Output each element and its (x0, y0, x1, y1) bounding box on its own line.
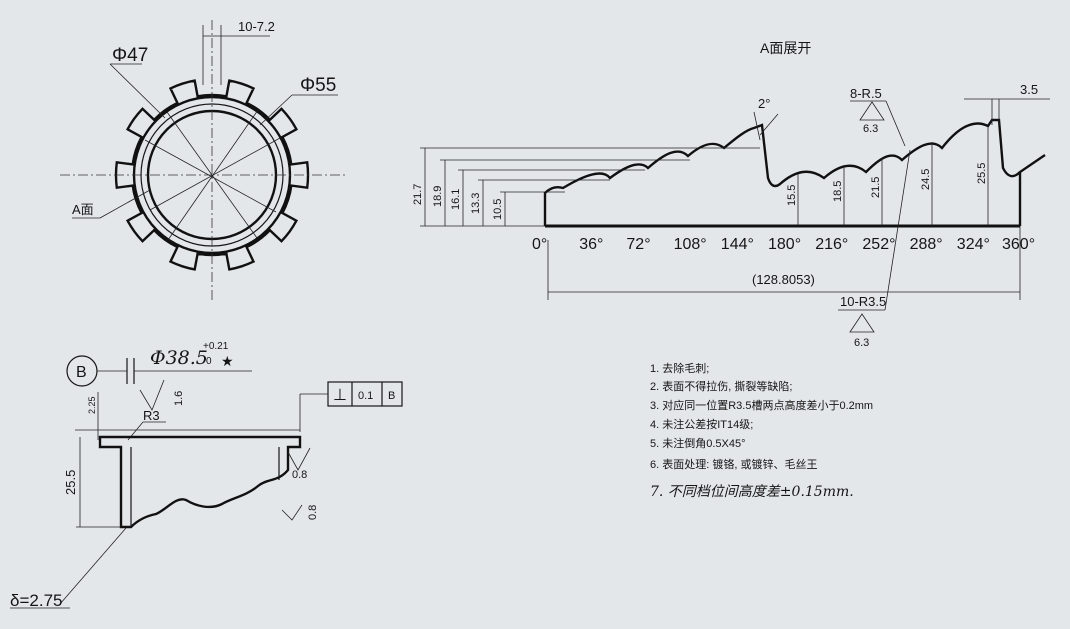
angle-label: 180° (768, 236, 801, 253)
radius-top-leader (885, 100, 906, 147)
thickness-leader (59, 527, 127, 605)
height-189: 18.9 (432, 186, 444, 207)
section-outline (98, 435, 302, 529)
face-a-leader (99, 189, 151, 219)
diameter-line-4 (167, 109, 259, 241)
height-25-5-label: 25.5 (63, 470, 78, 495)
development-title: A面展开 (760, 40, 811, 56)
note-7: 7. 不同档位间高度差±0.15mm. (650, 484, 854, 500)
datum-b-label: B (76, 364, 87, 381)
dia-outer-label: Φ55 (300, 75, 336, 96)
dim-2-25-label: 2.25 (87, 396, 97, 414)
height-217: 21.7 (412, 184, 424, 205)
radius-bottom-leader (884, 149, 911, 311)
angle-label: 252° (862, 236, 895, 253)
height-105: 10.5 (492, 199, 504, 220)
note-6: 6. 表面处理: 镀铬, 或镀锌、毛丝王 (650, 457, 817, 471)
angle-label: 324° (957, 236, 990, 253)
gdt-datum-ref: B (388, 390, 395, 402)
roughness-0-8-b-label: 0.8 (307, 505, 319, 520)
dia-38-5-label: Φ38.5 (150, 347, 208, 369)
dia-inner-label: Φ47 (112, 45, 148, 66)
development-view: A面展开 21.7 18.9 16.1 13.3 10.5 15.5 18.5 … (412, 40, 1050, 349)
height-185: 18.5 (832, 181, 844, 202)
roughness-bottom-label: 6.3 (854, 337, 869, 349)
star-mark: ★ (221, 353, 234, 369)
angle-label: 360° (1002, 236, 1035, 253)
top-view: 10-7.2 Φ47 Φ55 A面 (60, 19, 345, 300)
dia-inner-leader (109, 63, 166, 119)
roughness-bottom-symbol (849, 313, 875, 333)
roughness-0-8-b-symbol (281, 504, 303, 521)
dia-outer-leader (259, 94, 293, 126)
dia-tol-upper: +0.21 (203, 341, 229, 352)
diameter-line-1 (166, 111, 258, 239)
total-length-label: (128.8053) (752, 272, 815, 287)
radius-bottom-label: 10-R3.5 (840, 294, 886, 309)
thickness-label: δ=2.75 (10, 591, 62, 610)
technical-notes: 1. 去除毛刺; 2. 表面不得拉伤, 撕裂等缺陷; 3. 对应同一位置R3.5… (650, 361, 873, 500)
roughness-top-label: 6.3 (863, 123, 878, 135)
slot-width-label: 10-7.2 (238, 19, 275, 34)
note-4: 4. 未注公差按IT14级; (650, 417, 753, 431)
height-255: 25.5 (976, 163, 988, 184)
note-2: 2. 表面不得拉伤, 撕裂等缺陷; (650, 379, 792, 393)
radius-r3-label: R3 (143, 408, 160, 423)
height-133: 13.3 (470, 193, 482, 214)
roughness-top-symbol (859, 101, 885, 121)
roughness-0-8-a-symbol (287, 447, 311, 471)
cam-profile (543, 118, 1046, 226)
height-155: 15.5 (786, 185, 798, 206)
draft-angle-label: 2° (758, 96, 770, 111)
radius-top-label: 8-R.5 (850, 86, 882, 101)
note-5: 5. 未注倒角0.5X45° (650, 436, 746, 450)
gdt-perpendicularity-symbol: ⊥ (333, 387, 347, 404)
diameter-line-2 (149, 137, 281, 211)
height-245: 24.5 (920, 169, 932, 190)
angle-labels: 0° 36° 72° 108° 144° 180° 216° 252° 288° 324° 360° (532, 236, 1035, 253)
diameter-line-3 (144, 139, 277, 213)
slotted-outer-ring (114, 79, 310, 271)
height-161: 16.1 (450, 189, 462, 210)
angle-label: 144° (721, 236, 754, 253)
roughness-1-6-label: 1.6 (173, 391, 185, 406)
section-view: B Φ38.5 +0.21 0 ★ 1.6 2.25 R3 25.5 ⊥ 0.1… (10, 341, 403, 610)
angle-label: 72° (626, 236, 650, 253)
roughness-0-8-a-label: 0.8 (292, 469, 307, 481)
note-1: 1. 去除毛刺; (650, 361, 709, 375)
draft-ref-line (753, 111, 761, 141)
angle-label: 0° (532, 236, 547, 253)
angle-label: 36° (579, 236, 603, 253)
angle-label: 216° (815, 236, 848, 253)
angle-label: 108° (674, 236, 707, 253)
angle-label: 288° (910, 236, 943, 253)
dia-tol-lower: 0 (206, 356, 212, 367)
slot-width-3-5: 3.5 (1020, 82, 1038, 97)
note-3: 3. 对应同一位置R3.5槽两点高度差小于0.2mm (650, 398, 873, 412)
draft-ref-line-2 (759, 113, 779, 136)
height-215: 21.5 (870, 177, 882, 198)
roughness-1-6-symbol (139, 379, 165, 411)
face-a-label: A面 (72, 202, 94, 217)
gdt-tolerance-value: 0.1 (358, 390, 373, 402)
